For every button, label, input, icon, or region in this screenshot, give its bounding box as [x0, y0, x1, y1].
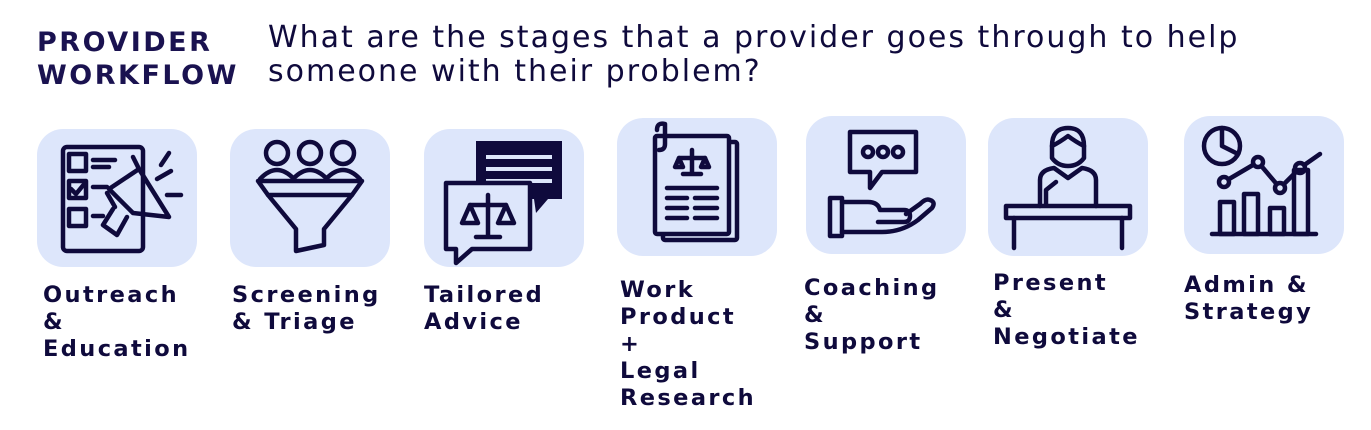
diagram-title: PROVIDER WORKFLOW [37, 26, 239, 92]
people-funnel-icon [230, 129, 390, 267]
stage-label: Work Product + Legal Research [620, 277, 757, 411]
title-line-1: PROVIDER [37, 27, 213, 58]
diagram-question: What are the stages that a provider goes… [268, 20, 1240, 89]
hand-speech-bubble-icon [806, 116, 966, 254]
stage-label: Tailored Advice [424, 282, 545, 335]
scales-speech-bubble-icon [424, 129, 584, 267]
legal-document-icon [617, 118, 777, 256]
stage-label: Coaching & Support [804, 275, 940, 355]
analytics-chart-icon [1184, 116, 1344, 254]
stage-label: Screening & Triage [232, 282, 381, 335]
stage-label: Outreach & Education [43, 282, 191, 362]
stage-label: Present & Negotiate [993, 270, 1140, 350]
title-line-2: WORKFLOW [37, 60, 239, 91]
megaphone-checklist-icon [37, 129, 197, 267]
stage-label: Admin & Strategy [1184, 272, 1314, 325]
person-at-podium-icon [988, 118, 1148, 256]
